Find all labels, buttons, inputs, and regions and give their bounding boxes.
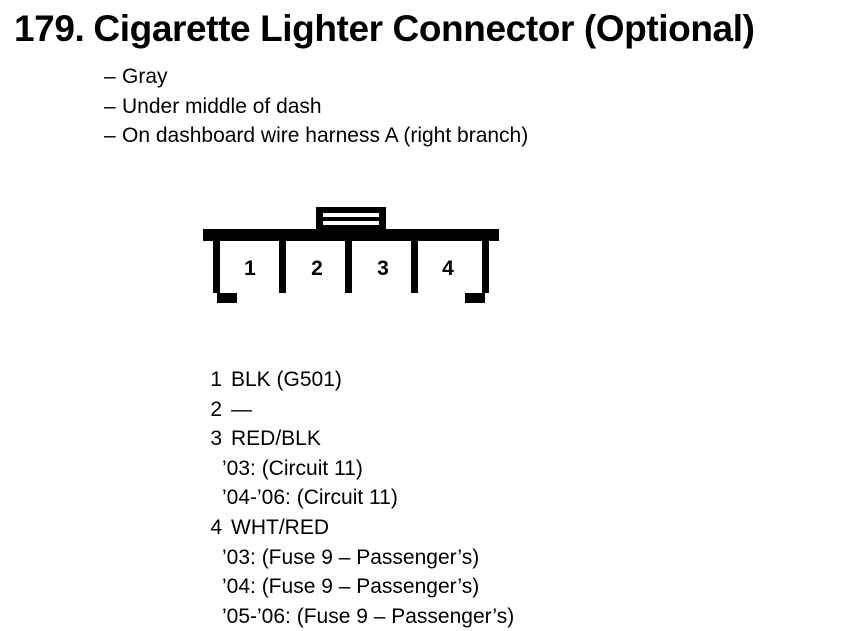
page-number: 179.	[14, 8, 85, 49]
cavity-number-3: 3	[377, 257, 389, 280]
cavity-wall-right	[482, 241, 489, 293]
detail-harness: On dashboard wire harness A (right branc…	[122, 124, 529, 147]
pin-label: RED/BLK	[231, 427, 321, 451]
pin-sub-row: ’03: (Circuit 11)	[222, 456, 363, 480]
cavity-divider	[411, 241, 418, 293]
dash-icon: –	[104, 124, 116, 147]
pin-sub-row: ’03: (Fuse 9 – Passenger’s)	[222, 545, 480, 569]
cavity-number-1: 1	[244, 257, 256, 280]
pin-label: WHT/RED	[231, 515, 329, 539]
pin-sub-row: ’04: (Fuse 9 – Passenger’s)	[222, 575, 480, 599]
pin-sub-row: ’04-’06: (Circuit 11)	[222, 486, 398, 510]
pin-label: —	[231, 397, 252, 421]
connector-diagram: 1 2 3 4	[200, 203, 502, 315]
cavity-number-4: 4	[442, 257, 454, 280]
pin-row: 1 BLK (G501)	[197, 365, 514, 395]
pin-entry: 1 BLK (G501)	[197, 365, 514, 395]
pin-number: 3	[210, 427, 222, 451]
cavity-number-2: 2	[311, 257, 323, 280]
pin-row: 2—	[197, 395, 514, 425]
pin-number: 4	[210, 515, 222, 539]
connector-details-list: –Gray –Under middle of dash –On dashboar…	[104, 62, 528, 151]
dash-icon: –	[104, 94, 116, 118]
cavity-divider	[345, 241, 352, 293]
pin-number: 1	[210, 368, 222, 391]
pin-number: 2	[210, 397, 222, 421]
dash-icon: –	[104, 65, 116, 88]
pin-entry: 2—	[197, 395, 514, 425]
page-title: 179.Cigarette Lighter Connector (Optiona…	[14, 7, 755, 51]
pin-entry: 4 WHT/RED ’03: (Fuse 9 – Passenger’s) ’04…	[197, 513, 514, 631]
cavity-wall-left	[213, 241, 220, 293]
detail-location: Under middle of dash	[122, 94, 322, 118]
pin-row: 3 RED/BLK	[197, 424, 514, 454]
connector-locking-tab	[316, 207, 386, 232]
list-item: –Under middle of dash	[104, 92, 528, 122]
pin-entry: 3 RED/BLK ’03: (Circuit 11) ’04-’06: (Cir…	[197, 424, 514, 513]
list-item: –On dashboard wire harness A (right bran…	[104, 121, 528, 151]
detail-color: Gray	[122, 65, 168, 88]
pin-sub-row: ’05-’06: (Fuse 9 – Passenger’s)	[222, 604, 515, 628]
list-item: –Gray	[104, 62, 528, 92]
cavity-divider	[279, 241, 286, 293]
page-title-text: Cigarette Lighter Connector (Optional)	[93, 8, 755, 49]
pin-label: BLK (G501)	[231, 368, 342, 391]
pin-row: 4 WHT/RED	[197, 513, 514, 543]
